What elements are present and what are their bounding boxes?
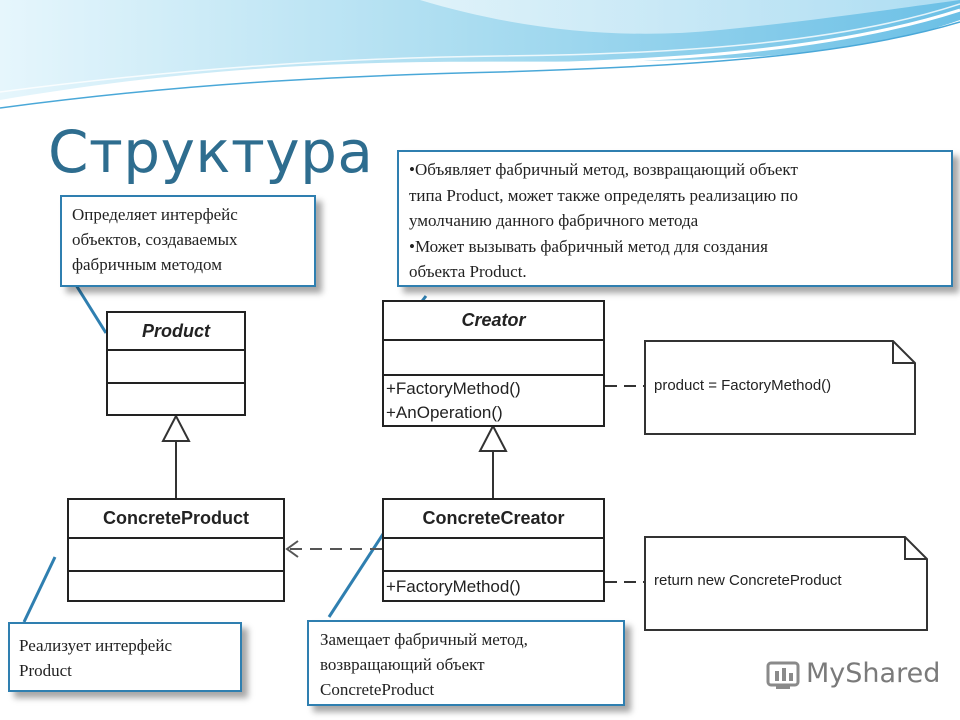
note-shape-concrete-creator [644, 536, 928, 631]
class-attributes-creator [384, 341, 603, 376]
dependency-arrowhead [285, 540, 299, 558]
callout-line: Замещает фабричный метод, [320, 630, 528, 649]
note-text-creator: product = FactoryMethod() [654, 377, 832, 394]
slide-title: Структура [48, 118, 374, 186]
callout-line: умолчанию данного фабричного метода [409, 211, 699, 230]
operation-factory-method: +FactoryMethod() [386, 379, 521, 398]
class-name-creator: Creator [384, 302, 603, 341]
uml-class-concrete-product: ConcreteProduct [67, 498, 285, 602]
class-name-concrete-creator: ConcreteCreator [384, 500, 603, 539]
inheritance-arrow-product [161, 413, 191, 442]
callout-line: возвращающий объект [320, 655, 485, 674]
class-attributes-concrete-creator [384, 539, 603, 572]
inheritance-arrow-creator [478, 423, 508, 452]
callout-line: ConcreteProduct [320, 680, 435, 699]
class-operations-product [108, 384, 244, 416]
callout-line: •Может вызывать фабричный метод для созд… [409, 236, 768, 256]
watermark-logo-icon [766, 661, 800, 689]
note-shape-creator [644, 340, 916, 435]
class-operations-creator: +FactoryMethod() +AnOperation() [384, 376, 603, 425]
class-operations-concrete-creator: +FactoryMethod() [384, 572, 603, 599]
callout-concrete-creator: Замещает фабричный метод, возвращающий о… [307, 620, 625, 706]
callout-concrete-product: Реализует интерфейс Product [8, 622, 242, 692]
callout-pointer-concrete-product [22, 556, 57, 623]
callout-pointer-product [74, 284, 108, 334]
callout-line: Реализует интерфейс [19, 636, 172, 655]
callout-line: фабричным методом [72, 255, 222, 274]
callout-product-interface: Определяет интерфейс объектов, создаваем… [60, 195, 316, 287]
callout-line: типа Product, может также определять реа… [409, 185, 799, 205]
note-fold-creator [892, 341, 915, 364]
callout-line: объектов, создаваемых [72, 230, 238, 249]
header-wave-decoration [0, 0, 960, 109]
uml-class-concrete-creator: ConcreteCreator +FactoryMethod() [382, 498, 605, 602]
uml-class-creator: Creator +FactoryMethod() +AnOperation() [382, 300, 605, 427]
class-attributes-product [108, 351, 244, 384]
class-operations-concrete-product [69, 572, 283, 603]
class-name-concrete-product: ConcreteProduct [69, 500, 283, 539]
uml-class-product: Product [106, 311, 246, 416]
callout-line: объекта Product. [409, 262, 527, 281]
callout-line: •Объявляет фабричный метод, возвращающий… [409, 160, 798, 179]
class-attributes-concrete-product [69, 539, 283, 572]
operation-an-operation: +AnOperation() [386, 403, 503, 422]
class-name-product: Product [108, 313, 244, 351]
note-fold-concrete-creator [904, 537, 927, 560]
callout-line: Product [19, 661, 72, 680]
operation-factory-method-override: +FactoryMethod() [386, 577, 521, 596]
callout-line: Определяет интерфейс [72, 205, 238, 224]
callout-creator: •Объявляет фабричный метод, возвращающий… [397, 150, 953, 287]
watermark-text: MyShared [806, 658, 941, 689]
note-text-concrete-creator: return new ConcreteProduct [654, 572, 842, 589]
